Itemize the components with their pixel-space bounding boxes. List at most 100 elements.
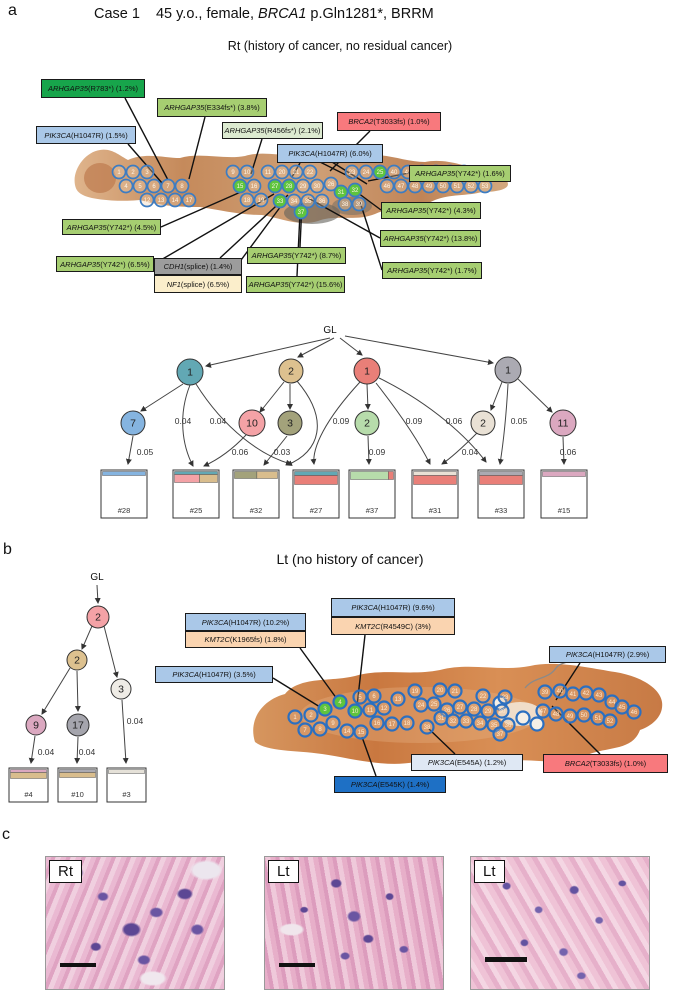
label-connector-line xyxy=(124,97,169,181)
histology-image-lt-1: Lt xyxy=(264,856,444,990)
tree-node xyxy=(86,605,110,629)
mutation-label-a: ARHGAP35 (Y742*) (4.3%) xyxy=(381,202,481,219)
label-connector-line xyxy=(555,662,581,701)
tissue-circle xyxy=(369,715,385,731)
gene-name: CDH1 xyxy=(163,262,185,271)
tissue-circle xyxy=(344,164,360,180)
tissue-circle-number: 38 xyxy=(342,202,349,208)
tree-node xyxy=(110,678,132,700)
scale-bar xyxy=(485,957,527,962)
histology-image-lt-2: Lt xyxy=(470,856,650,990)
tree-edge xyxy=(81,625,93,650)
tissue-circle xyxy=(384,716,400,732)
title-desc: 45 y.o., female, xyxy=(155,6,259,22)
tissue-circle xyxy=(494,703,510,719)
mutation-detail: (K1965fs) (1.8%) xyxy=(229,635,287,644)
mutation-detail: (H1047R) (3.5%) xyxy=(199,670,256,679)
tree-edge-label: 0.04 xyxy=(210,416,227,426)
tissue-circle-number: 24 xyxy=(363,170,370,176)
tissue-circle-number: 40 xyxy=(557,689,564,695)
sample-id: #4 xyxy=(24,790,32,799)
tree-edge xyxy=(364,383,371,410)
tissue-circle xyxy=(362,702,378,718)
tree-edge xyxy=(517,378,553,413)
tissue-circle xyxy=(314,193,330,209)
tissue-circle-number: 11 xyxy=(367,708,374,714)
tree-node xyxy=(494,356,522,384)
label-connector-line xyxy=(551,705,601,755)
tree-edge-label: 0.06 xyxy=(560,447,577,457)
tree-edge xyxy=(182,384,194,467)
tree-root-label: GL xyxy=(90,572,104,583)
tissue-circle xyxy=(132,178,148,194)
tree-edge xyxy=(490,381,503,411)
sample-bar-segment xyxy=(234,471,258,479)
label-connector-line xyxy=(331,161,368,185)
mutation-detail: (splice) (1.4%) xyxy=(184,262,233,271)
mutation-detail: (E545K) (1.4%) xyxy=(377,780,430,789)
tissue-circle-number: 50 xyxy=(581,713,588,719)
tissue-circle xyxy=(125,164,141,180)
mutation-label-b: PIK3CA (H1047R) (10.2%) xyxy=(185,613,306,631)
tree-node xyxy=(549,409,577,437)
tissue-circle-number: 51 xyxy=(595,716,602,722)
tissue-circle xyxy=(174,178,190,194)
mutation-detail: (T3033fs) (1.0%) xyxy=(373,117,430,126)
tree-edge-label: 0.09 xyxy=(369,447,386,457)
tissue-circle xyxy=(407,683,423,699)
gene-name: ARHGAP35 xyxy=(251,251,292,260)
tissue-circle-number: 43 xyxy=(596,693,603,699)
sample-id: #31 xyxy=(429,506,442,515)
tissue-circle-number: 32 xyxy=(352,188,359,194)
tissue-circle xyxy=(386,164,402,180)
tree-node-label: 11 xyxy=(558,418,569,430)
gene-name: PIK3CA xyxy=(44,130,71,140)
tree-edge xyxy=(310,381,361,465)
tissue-circle xyxy=(452,699,468,715)
tree-edge xyxy=(286,380,318,466)
tissue-circle xyxy=(267,178,283,194)
mutation-label-a: ARHGAP35 (R783*) (1.2%) xyxy=(41,79,145,98)
tissue-circle xyxy=(337,196,353,212)
tissue-circle xyxy=(347,703,363,719)
label-connector-line xyxy=(160,190,244,228)
mutation-label-b: PIK3CA (E545K) (1.4%) xyxy=(334,776,446,793)
tissue-circle-number: 33 xyxy=(463,719,470,725)
tissue-circle-number: 10 xyxy=(244,170,251,176)
tissue-circle xyxy=(272,193,288,209)
tissue-circle xyxy=(139,192,155,208)
mutation-detail: (R4549C) (3%) xyxy=(380,621,431,631)
tissue-circle-number: 37 xyxy=(497,732,504,738)
tissue-circle-number: 33 xyxy=(277,199,284,205)
sample-box xyxy=(540,469,588,519)
gene-name: ARHGAP35 xyxy=(386,206,427,215)
sample-id: #37 xyxy=(366,506,379,515)
tissue-circle-number: 44 xyxy=(609,700,616,706)
tissue-circle-number: 6 xyxy=(372,694,376,700)
tree-node xyxy=(353,357,381,385)
sample-id: #27 xyxy=(310,506,323,515)
tissue-circle-number: 35 xyxy=(305,199,312,205)
sample-bar-segment xyxy=(59,769,96,773)
tissue-circle-number: 34 xyxy=(291,199,298,205)
tree-node xyxy=(354,410,380,436)
gene-name: ARHGAP35 xyxy=(224,126,265,135)
tissue-circle-number: 14 xyxy=(344,729,351,735)
tissue-circle xyxy=(393,178,409,194)
tissue-circle xyxy=(253,192,269,208)
tissue-circle-number: 20 xyxy=(279,170,286,176)
tissue-b xyxy=(253,663,663,765)
tissue-circle xyxy=(153,192,169,208)
sample-bar-segment xyxy=(413,471,457,476)
tissue-circle-empty xyxy=(515,710,531,726)
tissue-circle xyxy=(576,707,592,723)
tissue-circle-number: 18 xyxy=(244,198,251,204)
label-connector-line xyxy=(296,212,301,277)
tree-edge xyxy=(375,382,431,465)
tissue-circle xyxy=(447,683,463,699)
tissue-circle-number: 42 xyxy=(583,691,590,697)
sample-id: #28 xyxy=(118,506,131,515)
tree-node xyxy=(25,714,47,736)
panel-a-subtitle: Rt (history of cancer, no residual cance… xyxy=(227,39,453,53)
tissue-circle xyxy=(626,704,642,720)
